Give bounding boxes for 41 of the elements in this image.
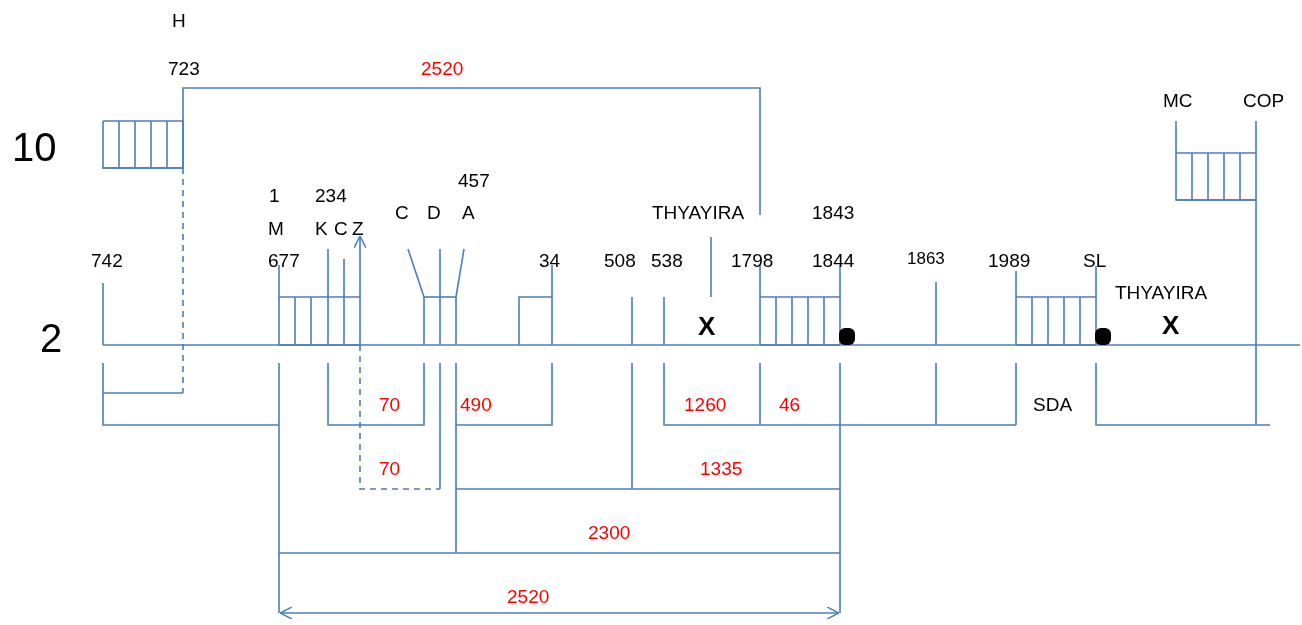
cross-mark: X [698,313,716,339]
span-length-label: 70 [379,458,401,478]
timeline-label: C [395,202,409,222]
span-length-label: 2300 [588,522,631,542]
row-label: 10 [12,127,57,167]
timeline-label: 1844 [812,250,855,270]
timeline-label: 1 [269,185,280,205]
timeline-label: MC [1163,90,1193,110]
timeline-label: D [427,202,441,222]
timeline-label: 742 [91,250,123,270]
row-label: 2 [40,318,63,358]
timeline-label: 34 [539,250,561,270]
timeline-label: 723 [168,58,200,78]
timeline-label: 1863 [907,249,945,267]
span-length-label: 46 [779,394,801,414]
timeline-label: 677 [268,250,300,270]
span-length-label: 1260 [684,394,727,414]
timeline-label: 1843 [812,202,855,222]
timeline-label: SDA [1033,394,1073,414]
span-length-label: 2520 [507,586,550,606]
timeline-label: THYAYIRA [1115,282,1208,302]
span-length-label: 490 [460,394,492,414]
timeline-label: A [462,202,475,222]
timeline-label: Z [352,218,364,238]
timeline-label: 234 [315,185,347,205]
timeline-label: C [334,218,348,238]
timeline-label: M [268,218,284,238]
span-length-label: 70 [379,394,401,414]
timeline-label: 1989 [988,250,1031,270]
span-length-label: 2520 [421,58,464,78]
timeline-label: 538 [651,250,683,270]
cross-mark: X [1162,312,1180,338]
timeline-label: H [172,10,186,30]
timeline-label: SL [1083,250,1107,270]
timeline-label: 457 [458,170,490,190]
timeline-label: 1798 [731,250,774,270]
timeline-label: COP [1243,90,1285,110]
timeline-label: THYAYIRA [652,202,745,222]
span-length-label: 1335 [700,458,743,478]
timeline-label: 508 [604,250,636,270]
timeline-label: K [315,218,328,238]
